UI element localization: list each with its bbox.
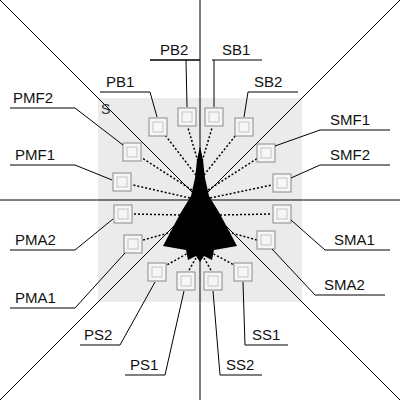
sensor-label: SMF1: [330, 111, 370, 128]
sensor-label: SB2: [254, 73, 282, 90]
sensor-squares: [113, 108, 291, 290]
sensor-label: SMA2: [324, 276, 365, 293]
sensor-label: SMA1: [334, 231, 375, 248]
sensor-label: SS1: [252, 326, 280, 343]
aircraft-silhouette: [163, 146, 237, 262]
leader-lines: [10, 60, 390, 375]
sensor-label: SB1: [222, 41, 250, 58]
sensor-label: PS2: [84, 326, 112, 343]
sensor-inner-squares: [117, 112, 287, 286]
sensor-label: PMF1: [15, 146, 55, 163]
sensor-label: PMF2: [13, 89, 53, 106]
marker-letter: S: [101, 101, 110, 118]
sensor-label: PMA2: [15, 231, 56, 248]
sensor-label: PS1: [130, 356, 158, 373]
sensor-label: SMF2: [330, 146, 370, 163]
sensor-label: PMA1: [15, 289, 56, 306]
sensor-label: SS2: [226, 356, 254, 373]
sensor-label: PB1: [106, 73, 134, 90]
sensor-rays: [133, 128, 272, 272]
sensor-label: PB2: [160, 41, 188, 58]
